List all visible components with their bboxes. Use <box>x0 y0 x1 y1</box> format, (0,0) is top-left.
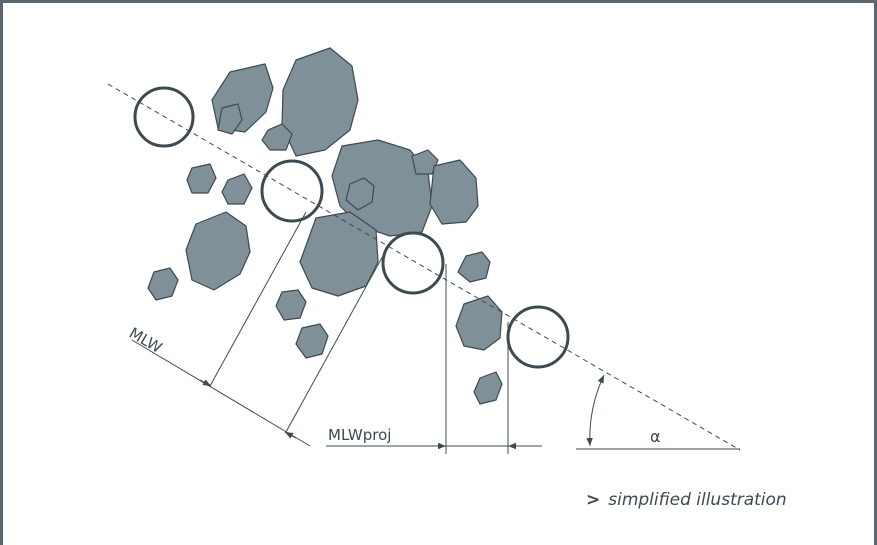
particle <box>147 267 179 301</box>
alpha-label: α <box>650 427 661 446</box>
particle <box>275 289 307 321</box>
mlw-dimension-line <box>131 339 311 447</box>
angle-arc <box>586 374 605 447</box>
particle <box>473 371 503 405</box>
particles <box>147 47 503 405</box>
mlwproj-label: MLWproj <box>328 426 391 444</box>
particle <box>345 177 375 211</box>
particle <box>455 295 503 351</box>
particle <box>185 211 251 291</box>
particle <box>429 159 479 225</box>
particle <box>281 47 359 157</box>
sieve-circle <box>260 159 324 223</box>
mlw-arrow <box>284 431 297 439</box>
chevron-right-icon: > <box>586 490 601 510</box>
particle <box>295 323 329 359</box>
sieve-circle <box>133 86 195 148</box>
illustration-note: > simplified illustration <box>586 490 787 510</box>
sieve-circle <box>506 305 570 369</box>
vertical-projections <box>445 264 509 454</box>
particle <box>261 123 293 151</box>
note-text: simplified illustration <box>608 490 787 510</box>
particle <box>299 211 379 297</box>
perpendicular-projections <box>209 211 385 433</box>
particle <box>457 251 491 283</box>
sieve-circle <box>381 231 445 295</box>
mlw-label: MLW <box>126 324 165 357</box>
mlw-arrow <box>199 379 212 387</box>
particle <box>331 139 433 237</box>
particle <box>221 173 253 205</box>
incline-line <box>107 83 741 451</box>
particle <box>186 163 217 194</box>
particle <box>217 103 243 135</box>
